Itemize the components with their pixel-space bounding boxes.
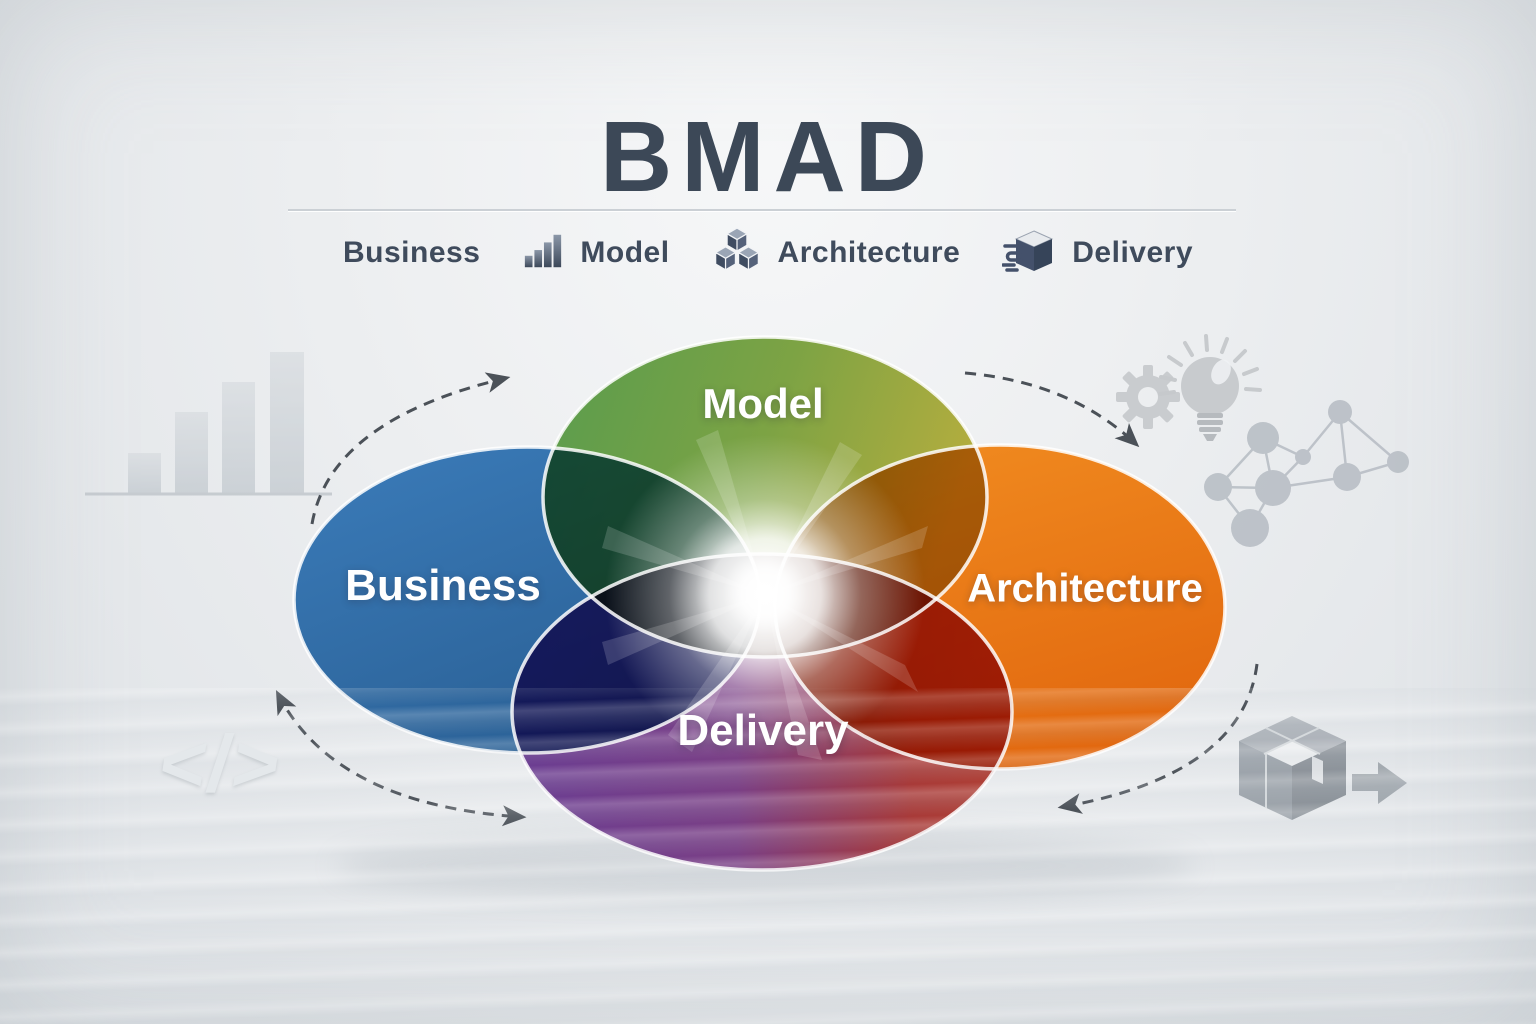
center-glow-core <box>695 523 835 663</box>
lightbulb-icon <box>1158 334 1262 441</box>
legend-item-architecture: Architecture <box>712 226 961 281</box>
dashed-arrow-top-left <box>310 372 511 525</box>
legend-label: Business <box>342 236 481 269</box>
cubes-icon <box>712 226 762 281</box>
gear-icon <box>1116 365 1180 429</box>
legend-label: Architecture <box>777 236 961 269</box>
legend-item-delivery: Delivery <box>1001 227 1194 280</box>
venn-label-model: Model <box>702 380 824 427</box>
package-cube-icon <box>1239 716 1407 820</box>
legend-label: Model <box>580 236 670 269</box>
dashed-arrow-bottom-right <box>1057 663 1259 814</box>
bar-chart-decoration <box>85 352 332 496</box>
venn-label-architecture: Architecture <box>967 566 1203 611</box>
bar-chart-icon <box>522 230 564 277</box>
dashed-arrow-group <box>275 371 1259 827</box>
legend: Business Model <box>0 222 1536 284</box>
code-brackets-icon: </> <box>153 719 288 808</box>
venn-label-delivery: Delivery <box>677 706 849 755</box>
venn-label-business: Business <box>345 561 541 610</box>
legend-item-business: Business <box>343 236 480 270</box>
dashed-arrow-top-right <box>964 371 1140 448</box>
legend-item-model: Model <box>522 230 669 277</box>
page-title: BMAD <box>600 101 936 213</box>
venn-diagram <box>292 335 1227 872</box>
network-graph-icon <box>1204 400 1409 547</box>
package-icon <box>1001 227 1056 280</box>
legend-label: Delivery <box>1072 236 1194 269</box>
title-divider <box>288 209 1236 211</box>
